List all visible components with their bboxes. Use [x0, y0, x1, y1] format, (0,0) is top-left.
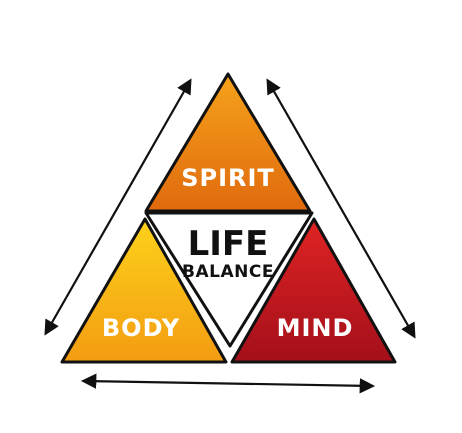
- left-double-arrow: [44, 78, 192, 336]
- spirit-triangle: [144, 72, 312, 213]
- center-title-life: LIFE: [188, 224, 269, 264]
- bottom-double-arrow: [80, 373, 376, 394]
- mind-triangle: [230, 217, 397, 364]
- center-triangle: [144, 211, 314, 348]
- spirit-label: SPIRIT: [181, 164, 275, 192]
- right-double-arrow: [266, 78, 416, 339]
- mind-label: MIND: [277, 314, 354, 342]
- body-label: BODY: [102, 314, 180, 342]
- body-triangle: [60, 217, 228, 364]
- center-title-balance: BALANCE: [182, 262, 274, 282]
